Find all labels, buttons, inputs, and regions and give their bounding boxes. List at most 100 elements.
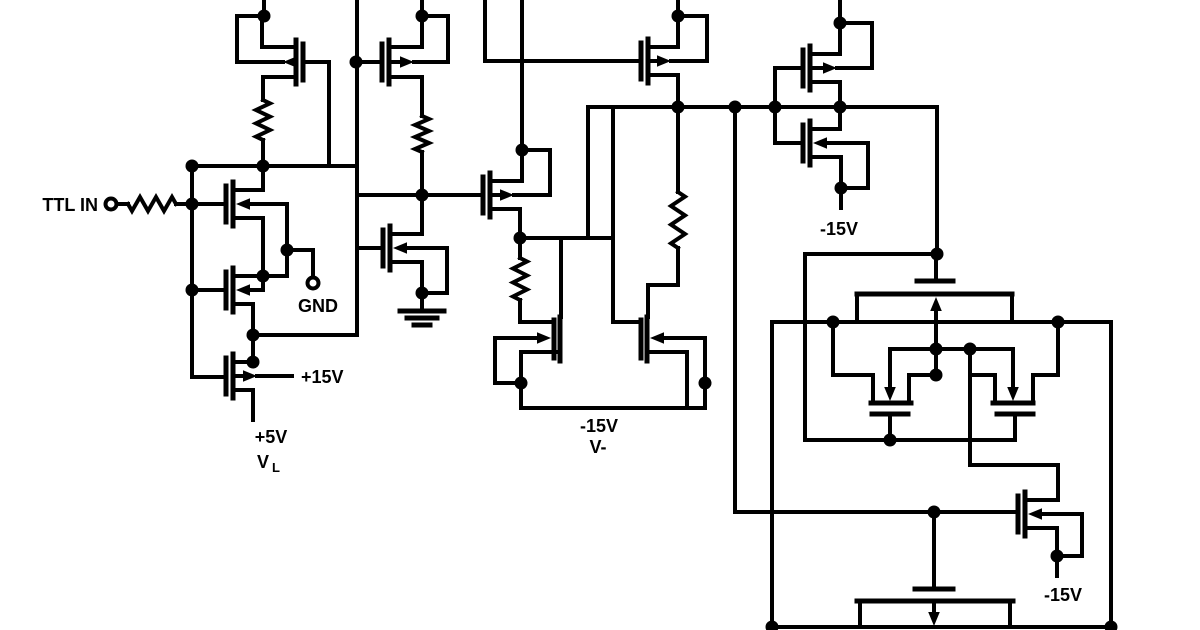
label-gnd: GND	[298, 296, 338, 316]
wire	[231, 388, 255, 422]
wire	[512, 148, 552, 197]
wire	[388, 193, 424, 236]
mosfet-arrow-icon	[1028, 508, 1042, 520]
junction-dot	[280, 243, 294, 257]
terminal-circle	[305, 275, 321, 291]
junction-dot	[1051, 315, 1065, 329]
wire	[231, 248, 289, 278]
junction-dot	[256, 269, 270, 283]
junction-dot	[1050, 549, 1064, 563]
wire	[231, 164, 265, 192]
wire	[661, 336, 707, 410]
label-vl-sub: L	[272, 460, 280, 475]
resistor	[667, 189, 689, 251]
wire	[301, 60, 331, 168]
junction-dot	[514, 376, 528, 390]
mosfet-arrow-icon	[500, 189, 514, 201]
wire	[646, 246, 680, 319]
junction-dot	[256, 159, 270, 173]
resistor	[508, 255, 532, 303]
wire	[190, 164, 226, 379]
junction-dot	[513, 231, 527, 245]
junction-dot	[515, 143, 529, 157]
wire	[648, 14, 680, 49]
junction-dot	[246, 355, 260, 369]
schematic-artwork	[103, 0, 1118, 630]
wire	[648, 73, 680, 109]
junction-dot	[929, 368, 943, 382]
mosfet-arrow-icon	[650, 332, 664, 344]
wire	[231, 302, 255, 364]
mosfet-arrow-icon	[537, 332, 551, 344]
mosfet-arrow-icon	[1007, 387, 1019, 401]
junction-dot	[257, 9, 271, 23]
mosfet-arrow-icon	[657, 55, 671, 67]
mosfet-arrow-icon	[243, 370, 257, 382]
label-vminus: V-	[589, 437, 606, 457]
junction-dot	[883, 433, 897, 447]
wire	[235, 14, 285, 64]
wire	[247, 202, 289, 252]
wire	[831, 320, 875, 405]
wire	[1031, 320, 1060, 405]
wire	[518, 298, 554, 324]
junction-dot	[185, 283, 199, 297]
wire	[231, 216, 265, 278]
junction-dot	[963, 342, 977, 356]
wire	[810, 155, 843, 190]
junction-dot	[833, 16, 847, 30]
junction-dot	[929, 342, 943, 356]
junction-dot	[671, 9, 685, 23]
wire	[810, 105, 842, 131]
label-plus15v: +15V	[301, 367, 344, 387]
mosfet-arrow-icon	[400, 56, 414, 68]
resistor	[251, 97, 275, 143]
junction-dot	[671, 100, 685, 114]
mosfet-arrow-icon	[283, 56, 297, 68]
junction-dot	[698, 376, 712, 390]
wire	[493, 336, 523, 385]
label-minus15v-bottom-right: -15V	[1044, 585, 1082, 605]
wire	[1039, 512, 1084, 558]
wire	[647, 350, 689, 410]
label-vl: V	[257, 452, 269, 472]
mosfet-arrow-icon	[823, 62, 837, 74]
mosfet-arrow-icon	[884, 387, 896, 401]
mosfet-arrow-icon	[236, 284, 250, 296]
terminal-circle	[103, 196, 119, 212]
wire	[824, 141, 870, 190]
mosfet-arrow-icon	[236, 198, 250, 210]
wire	[261, 75, 298, 102]
label-plus5v: +5V	[255, 427, 288, 447]
wire	[519, 350, 560, 385]
label-minus15v-mid: -15V	[580, 416, 618, 436]
wire	[387, 14, 424, 49]
wire	[611, 105, 641, 324]
wire	[490, 148, 524, 183]
wire	[285, 248, 315, 279]
wire	[1025, 526, 1059, 558]
junction-dot	[833, 100, 847, 114]
junction-dot	[930, 247, 944, 261]
junction-dot	[185, 197, 199, 211]
junction-dot	[415, 188, 429, 202]
junction-dot	[768, 100, 782, 114]
mosfet-arrow-icon	[813, 137, 827, 149]
junction-dot	[826, 315, 840, 329]
label-minus15v-top-right: -15V	[820, 219, 858, 239]
junction-dot	[246, 328, 260, 342]
wire	[669, 14, 709, 63]
junction-dot	[185, 159, 199, 173]
wire	[968, 347, 1060, 502]
wire	[835, 21, 874, 70]
wire	[803, 252, 1017, 442]
wire	[483, 0, 639, 63]
junction-dot	[834, 181, 848, 195]
junction-dot	[927, 505, 941, 519]
junction-dot	[349, 55, 363, 69]
wire	[412, 14, 450, 64]
wire	[733, 105, 1018, 514]
label-ttl-in: TTL IN	[42, 195, 98, 215]
